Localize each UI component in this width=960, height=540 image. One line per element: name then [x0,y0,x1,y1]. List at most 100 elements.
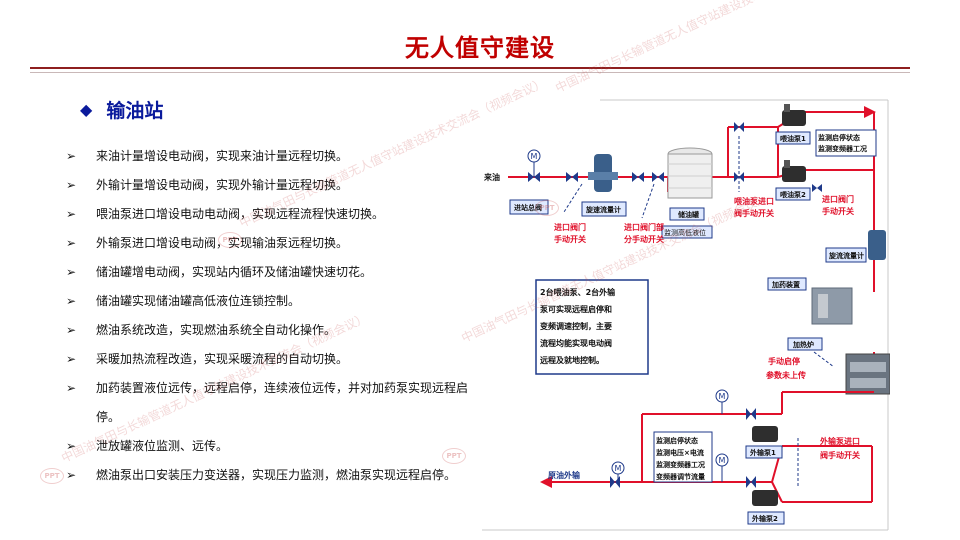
bullet-text: 储油罐增电动阀，实现站内循环及储油罐快速切花。 [96,265,373,279]
note-line5: 远程及就地控制。 [540,355,604,365]
title-divider-thin [30,72,910,73]
dashed-pointer [813,351,835,368]
bullet-text: 外输泵进口增设电动阀，实现输油泵远程切换。 [96,236,349,250]
bullet-arrow-icon: ➢ [66,149,77,163]
export-monitor-line2: 监测电压×电流 [656,448,704,457]
bullet-arrow-icon: ➢ [66,265,77,279]
manual-valve-icon [566,172,578,182]
inflow-meter-box [581,201,627,217]
manual-valve-icon [746,476,756,488]
feed-pump-2-icon [782,160,806,182]
inlet-valve-1-line2: 手动开关 [554,234,586,244]
inlet-valve-1-line1: 进口阀门 [554,222,586,232]
bullet-item: ➢ 喂油泵进口增设电动电动阀，实现远程流程快速切换。 [66,200,486,229]
bullet-text: 喂油泵进口增设电动电动阀，实现远程流程快速切换。 [96,207,385,221]
manual-start-line1: 手动启停 [768,356,800,366]
note-box [535,279,649,375]
bullet-text: 加药装置液位远传，远程启停，连续液位远传，并对加药泵实现远程启停。 [96,381,469,424]
feed-monitor-line2: 监测变频器工况 [818,144,867,153]
process-flow-diagram: 来油 M 进站总阀 旋速流量计 进口阀门 手动开关 [482,92,891,532]
watermark-logo-icon: PPT [218,232,242,248]
oil-tank-icon [667,147,713,199]
export-monitor-box [653,431,713,483]
feed-pump-1-box [775,131,811,145]
bullet-item: ➢ 外输计量增设电动阀，实现外输计量远程切换。 [66,171,486,200]
export-pump-2-box [747,511,785,525]
outlet-valve-line1: 进口阀门 [822,194,854,204]
export-pump-2-label: 外输泵2 [752,514,778,523]
inflow-label: 来油 [483,172,500,182]
bullet-text: 外输计量增设电动阀，实现外输计量远程切换。 [96,178,349,192]
bullet-arrow-icon: ➢ [66,323,77,337]
tank-level-box [661,225,713,239]
export-monitor-line1: 监测启停状态 [656,436,698,445]
watermark-logo-icon: PPT [40,468,64,484]
export-monitor-line3: 监测变频器工况 [656,460,705,469]
export-pump-inlet-line2: 阀手动开关 [820,450,860,460]
export-pump-1-icon [752,426,778,442]
watermark-logo-icon: PPT [535,200,559,216]
bullet-item: ➢ 储油罐实现储油罐高低液位连锁控制。 [66,287,486,316]
bullet-text: 储油罐实现储油罐高低液位连锁控制。 [96,294,301,308]
bullet-arrow-icon: ➢ [66,178,77,192]
feed-pump-inlet-line2: 阀手动开关 [734,208,774,218]
outflow-meter-icon [868,230,886,260]
dosing-unit-icon [811,287,853,325]
flow-meter-icon [588,154,618,192]
watermark-logo-icon: PPT [442,448,466,464]
bullet-arrow-icon: ➢ [66,236,77,250]
svg-text:M: M [719,456,726,465]
dashed-pointer [563,183,583,213]
tank-level-label: 监测高低液位 [664,228,706,237]
manual-valve-icon [632,172,644,182]
motor-valve-icon: M [527,149,541,182]
feed-pump-2-box [775,187,811,201]
bullet-text: 燃油泵出口安装压力变送器，实现压力监测，燃油泵实现远程启停。 [96,468,457,482]
inflow-meter-label: 旋速流量计 [585,205,621,214]
section-header: ◆ 输油站 [80,96,163,123]
dosing-box [767,277,807,291]
manual-valve-icon [652,172,664,182]
export-pump-1-box [745,445,783,459]
inlet-manifold-label: 进站总阀 [514,203,542,212]
bullet-arrow-icon: ➢ [66,207,77,221]
export-pump-inlet-line1: 外输泵进口 [820,436,860,446]
feed-pump-2-label: 喂油泵2 [780,190,806,199]
heater-label: 加热炉 [792,340,814,349]
motor-valve-icon: M [715,453,729,482]
bullet-text: 采暖加热流程改造，实现采暖流程的自动切换。 [96,352,349,366]
dashed-pointer [641,183,655,219]
bullet-item: ➢ 储油罐增电动阀，实现站内循环及储油罐快速切花。 [66,258,486,287]
slide-title: 无人值守建设 [405,33,555,62]
note-line4: 流程均能实现电动阀 [540,338,612,348]
bullet-list: ➢来油计量增设电动阀，实现来油计量远程切换。➢外输计量增设电动阀，实现外输计量远… [66,142,486,490]
feed-pump-1-label: 喂油泵1 [780,134,806,143]
bullet-arrow-icon: ➢ [66,381,77,395]
outflow-meter-label: 旋流流量计 [828,251,864,260]
dosing-label: 加药装置 [771,280,800,289]
outflow-label: 原油外输 [548,470,581,480]
note-line1: 2台喂油泵、2台外输 [540,287,616,297]
bullet-item: ➢ 采暖加热流程改造，实现采暖流程的自动切换。 [66,345,486,374]
export-pump-1-label: 外输泵1 [750,448,776,457]
bullet-item: ➢来油计量增设电动阀，实现来油计量远程切换。 [66,142,486,171]
bullet-arrow-icon: ➢ [66,294,77,308]
feed-pump-1-icon [782,104,806,126]
heater-icon [845,353,891,395]
title-divider [30,67,910,69]
bullet-item: ➢燃油系统改造，实现燃油系统全自动化操作。 [66,316,486,345]
bullet-arrow-icon: ➢ [66,352,77,366]
manual-valve-icon [734,122,744,132]
export-pump-2-icon [752,490,778,506]
manual-valve-icon [610,476,620,488]
bullet-text: 泄放罐液位监测、远传。 [96,439,229,453]
note-line3: 变频调速控制，主要 [540,321,612,331]
bullet-arrow-icon: ➢ [66,439,77,453]
inlet-valve-2-line2: 分手动开关 [624,234,664,244]
feed-pump-inlet-line1: 喂油泵进口 [734,196,774,206]
export-monitor-line4: 变频器调节流量 [656,472,705,481]
section-heading: 输油站 [106,100,164,122]
bullet-item: ➢ 加药装置液位远传，远程启停，连续液位远传，并对加药泵实现远程启停。 [66,374,486,432]
outflow-meter-box [825,247,867,263]
heater-box [787,337,823,351]
